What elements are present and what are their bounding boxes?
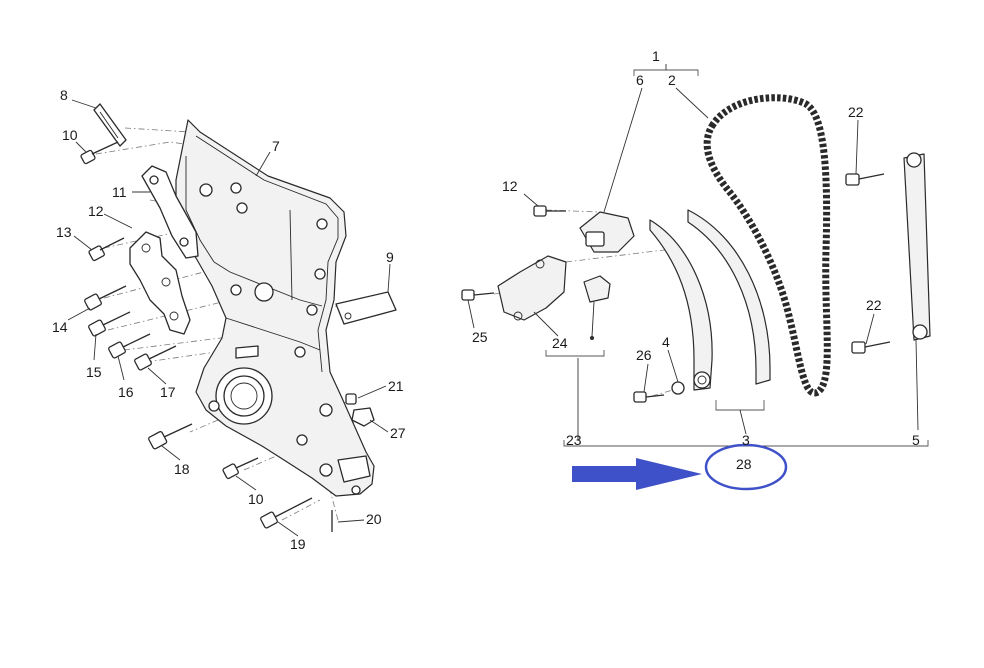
highlight-annotation bbox=[572, 443, 788, 491]
callout-2: 2 bbox=[668, 72, 676, 88]
part-9-plate bbox=[335, 291, 397, 325]
callout-25: 25 bbox=[472, 329, 488, 345]
callout-9: 9 bbox=[386, 249, 394, 265]
bolt-16 bbox=[108, 333, 151, 359]
bolt-25 bbox=[461, 289, 495, 301]
tensioner-bracket-24 bbox=[497, 255, 567, 321]
callout-3: 3 bbox=[742, 432, 750, 448]
callout-16: 16 bbox=[118, 384, 134, 400]
callout-10-bottom: 10 bbox=[248, 491, 264, 507]
callout-26: 26 bbox=[636, 347, 652, 363]
bolt-22-top bbox=[845, 173, 885, 186]
callout-12-right: 12 bbox=[502, 178, 518, 194]
callout-4: 4 bbox=[662, 334, 670, 350]
timing-chain bbox=[703, 94, 831, 397]
bolt-10-top bbox=[80, 141, 119, 165]
part-11-bracket bbox=[141, 165, 199, 259]
timing-cover bbox=[175, 119, 375, 497]
part-12-gasket bbox=[129, 231, 191, 335]
callout-23: 23 bbox=[566, 432, 582, 448]
sensor-27 bbox=[351, 407, 375, 427]
bolt-14 bbox=[84, 285, 127, 311]
bolt-19 bbox=[260, 497, 313, 529]
callout-24: 24 bbox=[552, 335, 568, 351]
callout-18: 18 bbox=[174, 461, 190, 477]
leader-lines-right bbox=[467, 64, 929, 447]
callout-27: 27 bbox=[390, 425, 406, 441]
washer-4 bbox=[671, 381, 685, 395]
plug-21 bbox=[345, 393, 357, 405]
callout-22-bottom: 22 bbox=[866, 297, 882, 313]
callout-13: 13 bbox=[56, 224, 72, 240]
callout-labels: 8 10 7 11 12 13 9 14 15 16 17 21 27 18 1… bbox=[52, 48, 920, 552]
callout-8: 8 bbox=[60, 87, 68, 103]
callout-10-top: 10 bbox=[62, 127, 78, 143]
callout-17: 17 bbox=[160, 384, 176, 400]
highlight-arrow bbox=[572, 458, 702, 490]
timing-cover-assembly bbox=[67, 99, 397, 537]
chain-guide-3 bbox=[687, 209, 771, 385]
callout-21: 21 bbox=[388, 378, 404, 394]
bolt-17 bbox=[134, 345, 177, 371]
callout-1: 1 bbox=[652, 48, 660, 64]
small-block bbox=[583, 275, 611, 340]
leader-lines-left bbox=[67, 99, 391, 537]
bolt-10-bottom bbox=[222, 457, 259, 480]
callout-15: 15 bbox=[86, 364, 102, 380]
bolt-18 bbox=[148, 423, 193, 450]
bolt-22-bottom bbox=[851, 341, 891, 354]
callout-12-left: 12 bbox=[88, 203, 104, 219]
bolts-left bbox=[80, 141, 375, 532]
highlight-circle bbox=[704, 443, 788, 491]
bolt-12-right bbox=[533, 205, 566, 217]
callout-7: 7 bbox=[272, 138, 280, 154]
callout-6: 6 bbox=[636, 72, 644, 88]
timing-chain-assembly bbox=[461, 64, 931, 447]
tensioner-guide bbox=[649, 219, 713, 391]
alignment-lines-right bbox=[493, 209, 681, 397]
guide-rail-5 bbox=[903, 152, 931, 341]
chain-tensioner bbox=[579, 211, 635, 253]
bolt-26 bbox=[633, 391, 665, 403]
callout-14: 14 bbox=[52, 319, 68, 335]
callout-5: 5 bbox=[912, 432, 920, 448]
callout-20: 20 bbox=[366, 511, 382, 527]
part-8-strip bbox=[93, 103, 127, 147]
callout-19: 19 bbox=[290, 536, 306, 552]
callout-11: 11 bbox=[112, 184, 127, 200]
bolt-13 bbox=[88, 237, 125, 262]
callout-22-top: 22 bbox=[848, 104, 864, 120]
bolt-15 bbox=[88, 311, 131, 337]
callout-28: 28 bbox=[736, 456, 752, 472]
